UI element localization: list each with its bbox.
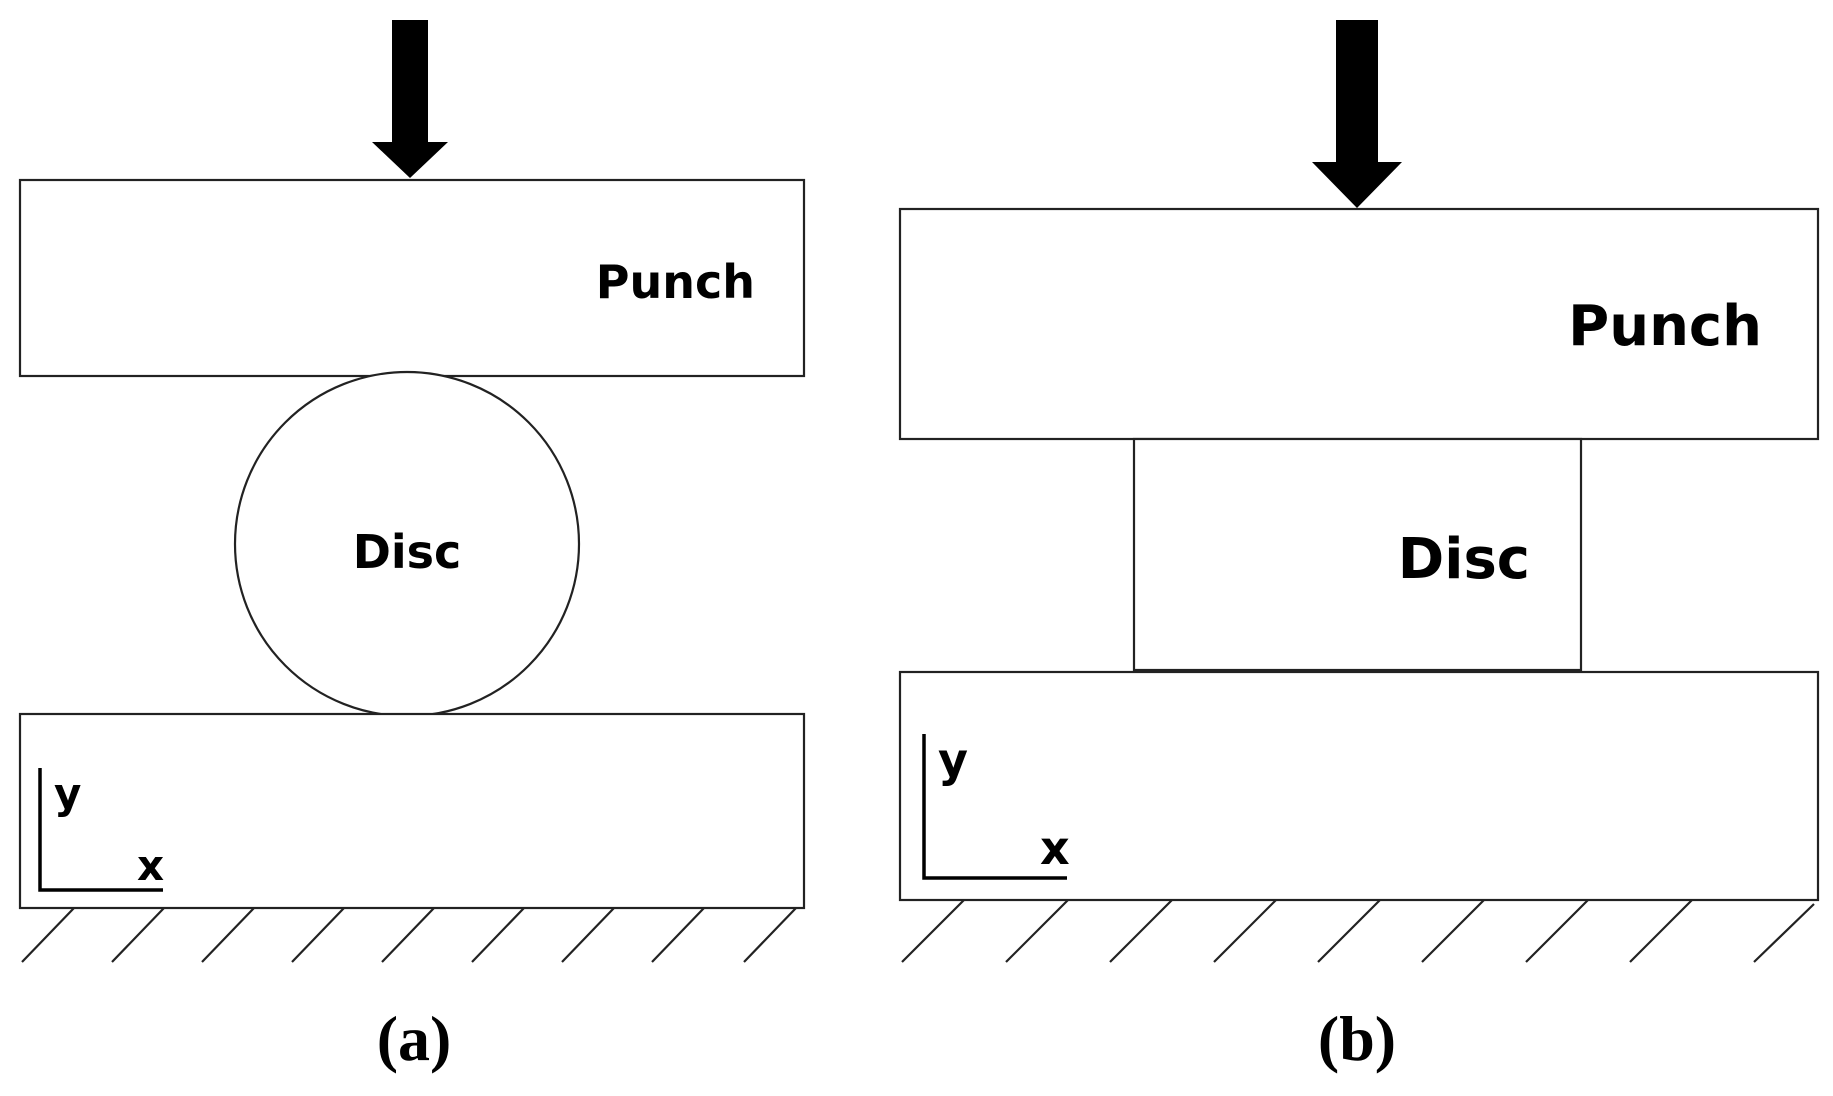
base-plate-a: [18, 712, 806, 910]
caption-b: (b): [1318, 1003, 1396, 1074]
punch-label-b: Punch: [1568, 294, 1762, 359]
punch-label-a: Punch: [596, 255, 755, 309]
ground-hatch-b: [901, 899, 1815, 963]
caption-a: (a): [377, 1003, 452, 1074]
axis-y-label-a: y: [54, 769, 81, 818]
axis-x-label-a: x: [137, 841, 164, 890]
panel-b: Punch Disc y x (b): [898, 20, 1820, 1074]
load-arrow-a: [372, 20, 448, 178]
disc-rect-b: [1132, 437, 1583, 672]
panel-a: Punch Disc y x (a): [18, 20, 806, 1074]
axis-x-label-b: x: [1040, 821, 1070, 875]
axis-y-label-b: y: [938, 733, 968, 787]
load-arrow-b: [1312, 20, 1402, 208]
ground-hatch-a: [21, 907, 797, 963]
axes-b: y x: [922, 733, 1070, 880]
disc-label-b: Disc: [1398, 527, 1530, 592]
punch-a: [18, 178, 806, 378]
base-plate-b: [898, 670, 1820, 902]
disc-label-a: Disc: [353, 525, 462, 579]
axes-a: y x: [38, 768, 164, 892]
